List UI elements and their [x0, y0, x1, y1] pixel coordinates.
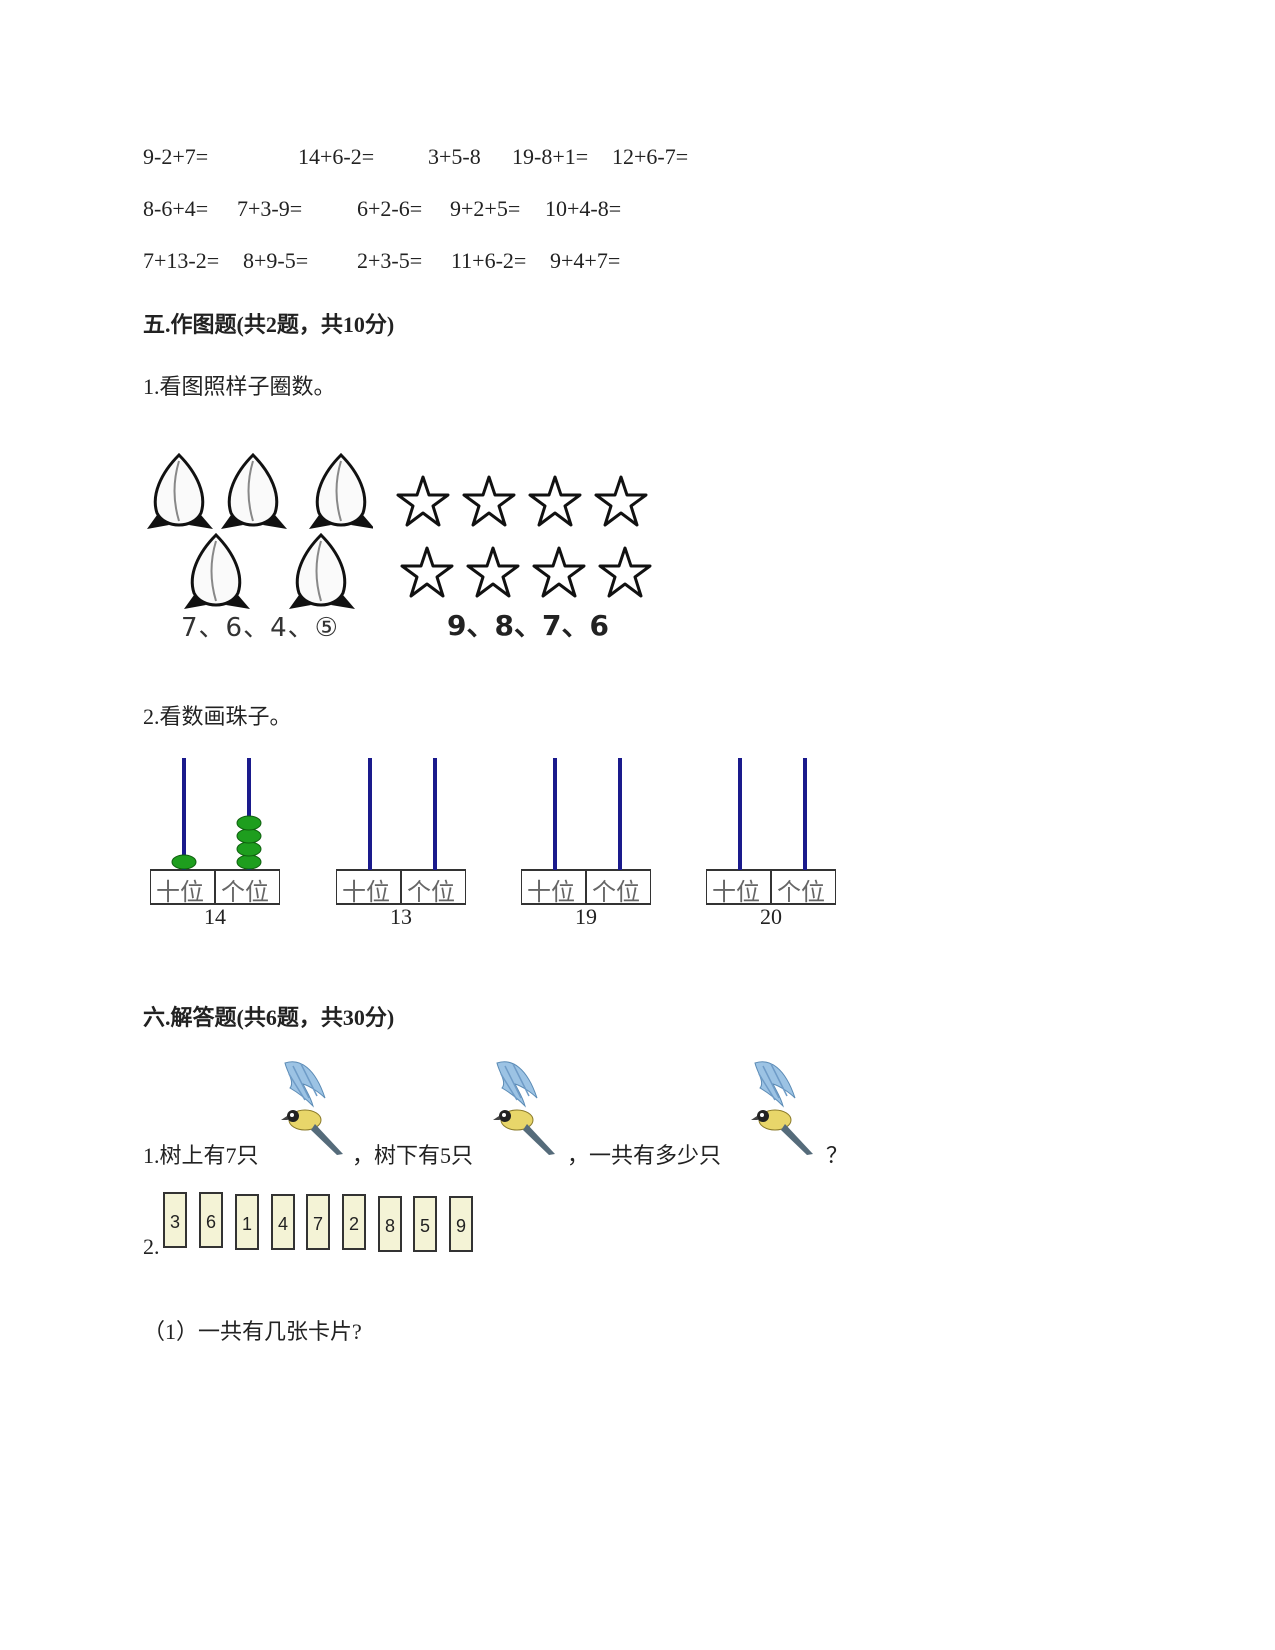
equation: 7+13-2= — [143, 248, 220, 273]
abacus: 十位 个位 19 — [520, 756, 652, 931]
number-card: 1 — [235, 1194, 259, 1250]
star-icon — [462, 475, 516, 527]
peach-number-choices: 7、6、4、⑤ — [181, 613, 339, 643]
equation: 2+3-5= — [357, 248, 423, 273]
abacus: 十位 个位 14 — [149, 756, 281, 931]
number-card: 2 — [342, 1194, 366, 1250]
star-icon — [396, 475, 450, 527]
peach-icon — [182, 533, 252, 611]
number-card: 3 — [163, 1192, 187, 1248]
star-icon — [594, 475, 648, 527]
bead-icon — [171, 854, 197, 870]
bird-icon — [751, 1061, 813, 1155]
star-icon — [400, 546, 454, 598]
peach-icon — [307, 453, 377, 531]
star-number-choices: 9、8、7、6 — [447, 609, 609, 642]
equation: 8-6+4= — [143, 196, 209, 221]
number-card: 4 — [271, 1194, 295, 1250]
number-card: 8 — [378, 1196, 402, 1252]
question-6-1-part1: 1.树上有7只 — [143, 1143, 259, 1168]
section-6-title: 六.解答题(共6题，共30分) — [143, 1005, 395, 1030]
number-card: 6 — [199, 1192, 223, 1248]
question-6-2-prefix: 2. — [143, 1234, 160, 1259]
equation: 7+3-9= — [237, 196, 303, 221]
equation: 9+4+7= — [550, 248, 621, 273]
bead-icon — [236, 854, 262, 870]
bird-icon — [281, 1061, 343, 1155]
abacus-frame — [705, 758, 837, 905]
bead-icon — [236, 815, 262, 831]
abacus-number: 14 — [204, 904, 226, 929]
ones-label: 个位 — [592, 880, 640, 906]
peach-icon — [219, 453, 289, 531]
bird-icon — [493, 1061, 555, 1155]
question-6-1-part4: ？ — [826, 1143, 849, 1168]
question-6-1-part2: ，树下有5只 — [352, 1143, 474, 1168]
star-figure: 9、8、7、6 — [395, 470, 660, 645]
tens-label: 十位 — [156, 880, 204, 906]
equation: 11+6-2= — [451, 248, 527, 273]
number-card: 7 — [306, 1194, 330, 1250]
stars-illustration — [396, 475, 652, 598]
ones-label: 个位 — [777, 880, 825, 906]
equation: 12+6-7= — [612, 144, 689, 169]
tens-label: 十位 — [712, 880, 760, 906]
equation: 6+2-6= — [357, 196, 423, 221]
abacus-frame — [149, 758, 281, 905]
abacus-number: 19 — [575, 904, 597, 929]
star-icon — [598, 546, 652, 598]
question-5-1: 1.看图照样子圈数。 — [143, 374, 336, 399]
abacus: 十位 个位 13 — [335, 756, 467, 931]
equation: 10+4-8= — [545, 196, 622, 221]
number-card: 5 — [413, 1196, 437, 1252]
abacus-number: 13 — [390, 904, 412, 929]
equation: 8+9-5= — [243, 248, 309, 273]
equation: 9+2+5= — [450, 196, 521, 221]
tens-label: 十位 — [342, 880, 390, 906]
peach-icon — [287, 533, 357, 611]
equation: 9-2+7= — [143, 144, 209, 169]
question-5-2: 2.看数画珠子。 — [143, 704, 292, 729]
question-6-2-sub1: （1）一共有几张卡片? — [143, 1319, 362, 1344]
ones-label: 个位 — [221, 880, 269, 906]
star-icon — [528, 475, 582, 527]
peach-icon — [145, 453, 215, 531]
section-5-title: 五.作图题(共2题，共10分) — [143, 312, 395, 337]
bead-icon — [236, 828, 262, 844]
tens-label: 十位 — [527, 880, 575, 906]
star-icon — [466, 546, 520, 598]
abacus-number: 20 — [760, 904, 782, 929]
peach-figure: 7、6、4、⑤ — [143, 445, 377, 643]
abacus-frame — [335, 758, 467, 905]
equation: 19-8+1= — [512, 144, 589, 169]
star-icon — [532, 546, 586, 598]
question-6-1-part3: ，一共有多少只 — [567, 1143, 722, 1168]
bead-icon — [236, 841, 262, 857]
ones-label: 个位 — [407, 880, 455, 906]
equation: 14+6-2= — [298, 144, 375, 169]
number-card: 9 — [449, 1196, 473, 1252]
abacus: 十位 个位 20 — [705, 756, 837, 931]
equation: 3+5-8 — [428, 144, 481, 169]
